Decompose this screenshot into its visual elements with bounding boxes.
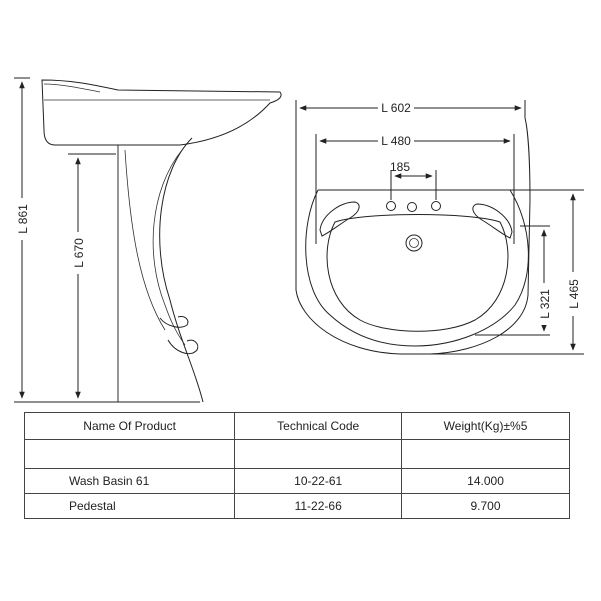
basin-bowl-outline (326, 214, 509, 332)
table-row: Wash Basin 61 10-22-61 14.000 (23, 468, 570, 494)
pedestal-front-curve (159, 137, 204, 403)
header-product-name: Name Of Product (23, 412, 235, 440)
soap-recess-right (472, 203, 513, 239)
pedestal-knob-upper (159, 316, 189, 328)
spacer-cell (401, 439, 570, 469)
row-technical-code: 10-22-61 (234, 468, 402, 494)
header-weight: Weight(Kg)±%5 (401, 412, 570, 440)
product-spec-table: Name Of Product Technical Code Weight(Kg… (23, 412, 570, 519)
dim-465-label: L 465 (567, 279, 581, 309)
dim-321-label: L 321 (538, 289, 552, 319)
table-spacer-row (23, 439, 570, 469)
side-view: L 861 L 670 (12, 77, 282, 403)
soap-recess-left (319, 201, 360, 237)
pedestal-knob-lower (167, 339, 199, 355)
top-view: L 602 L 480 185 L 321 L 465 (295, 99, 585, 355)
row-product-name: Pedestal (23, 493, 235, 519)
header-technical-code: Technical Code (234, 412, 402, 440)
pedestal-column (117, 145, 200, 403)
drain-hole-outer (405, 234, 423, 252)
dim-480-label: L 480 (381, 134, 411, 148)
spacer-cell (234, 439, 402, 469)
dim-321-mask (534, 283, 554, 325)
pedestal-inner-line (124, 149, 166, 331)
spacer-cell (23, 439, 235, 469)
dim-480-mask (378, 132, 414, 148)
row-technical-code: 11-22-66 (234, 493, 402, 519)
dim-670-mask (68, 232, 88, 274)
dim-602-mask (378, 99, 414, 115)
tap-hole-center (407, 202, 417, 212)
table-row: Pedestal 11-22-66 9.700 (23, 493, 570, 519)
dim-861-mask (12, 198, 32, 240)
dim-602-label: L 602 (381, 101, 411, 115)
basin-rim-outline (305, 189, 529, 347)
technical-drawing: L 861 L 670 L 602 L 480 (12, 77, 585, 403)
dim-185-label: 185 (390, 160, 410, 174)
drain-hole-inner (409, 238, 419, 248)
row-weight: 9.700 (401, 493, 570, 519)
dim-465-mask (563, 272, 585, 316)
row-weight: 14.000 (401, 468, 570, 494)
pedestal-inner-curve (152, 149, 186, 346)
basin-side-profile (41, 79, 282, 146)
tap-hole-left (386, 201, 396, 211)
dim-861-label: L 861 (16, 204, 30, 234)
dim-670-label: L 670 (72, 238, 86, 268)
tap-hole-right (431, 201, 441, 211)
table-header-row: Name Of Product Technical Code Weight(Kg… (23, 412, 570, 440)
basin-back-line (43, 83, 101, 93)
row-product-name: Wash Basin 61 (23, 468, 235, 494)
basin-outer-outline (295, 117, 531, 355)
